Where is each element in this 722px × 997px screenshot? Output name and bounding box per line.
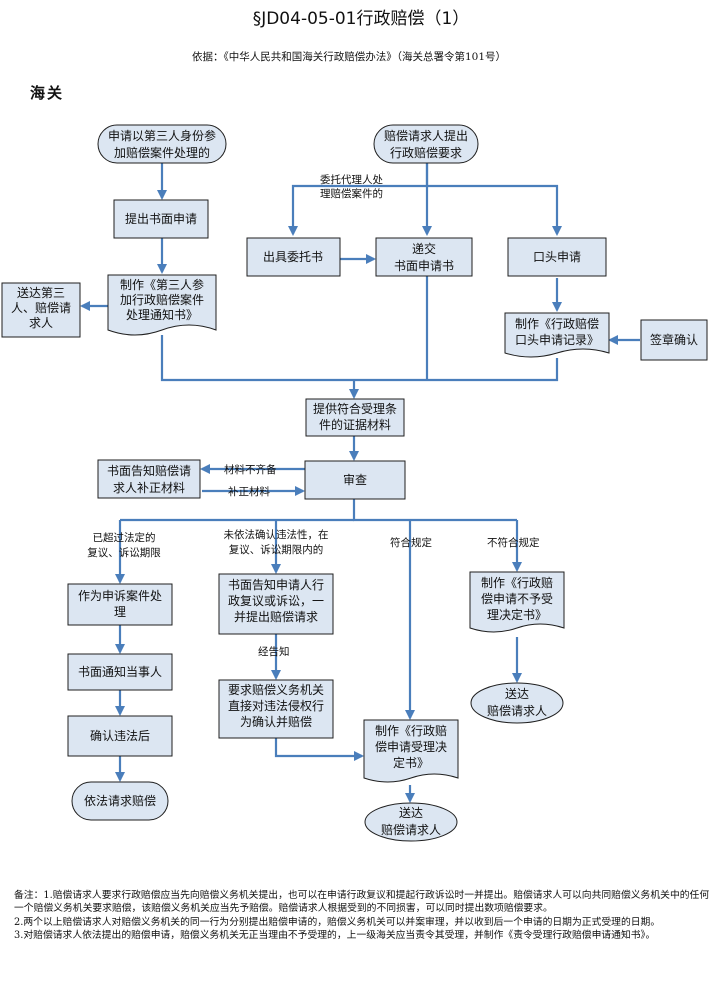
flowchart: 申请以第三人身份参加赔偿案件处理的 赔偿请求人提出行政赔偿要求 提出书面申请 出… (1, 124, 708, 842)
label-incomplete: 材料不齐备 (224, 463, 277, 476)
svg-text:制作《行政赔偿申请受理决定书》: 制作《行政赔偿申请受理决定书》 (375, 723, 447, 770)
svg-text:签章确认: 签章确认 (650, 332, 698, 347)
arrow-request-to-accept (274, 738, 364, 761)
svg-text:审查: 审查 (343, 472, 367, 487)
node-oral-app: 口头申请 (507, 237, 607, 277)
label-supplement: 补正材料 (228, 485, 270, 498)
node-deliver-reject: 送达赔偿请求人 (470, 682, 564, 724)
svg-text:要求赔偿义务机关直接对违法侵权行为确认并赔偿: 要求赔偿义务机关直接对违法侵权行为确认并赔偿 (228, 682, 324, 729)
svg-text:依法请求赔偿: 依法请求赔偿 (84, 793, 156, 808)
node-deliver-third: 送达第三人、赔偿请求人 (1, 282, 81, 338)
svg-text:递交书面申请书: 递交书面申请书 (394, 241, 454, 273)
note-2: 2.两个以上赔偿请求人对赔偿义务机关的同一行为分别提出赔偿申请的，赔偿义务机关可… (14, 916, 661, 928)
svg-text:口头申请: 口头申请 (533, 250, 581, 264)
node-deliver-accept: 送达赔偿请求人 (364, 802, 458, 842)
svg-text:制作《第三人参加行政赔偿案件处理通知书》: 制作《第三人参加行政赔偿案件处理通知书》 (120, 277, 204, 322)
node-submit-app: 递交书面申请书 (375, 237, 473, 277)
svg-text:提出书面申请: 提出书面申请 (125, 211, 197, 226)
svg-text:送达第三人、赔偿请求人: 送达第三人、赔偿请求人 (11, 285, 71, 330)
svg-text:书面告知申请人行政复议或诉讼，一并提出赔偿请求: 书面告知申请人行政复议或诉讼，一并提出赔偿请求 (228, 578, 324, 624)
node-submit-written: 提出书面申请 (113, 199, 209, 239)
arrow-claimant-to-oral (427, 184, 562, 236)
node-claim-by-law: 依法请求赔偿 (71, 781, 169, 821)
node-issue-power: 出具委托书 (246, 237, 341, 277)
node-review: 审查 (304, 460, 406, 500)
svg-text:送达赔偿请求人: 送达赔偿请求人 (381, 805, 441, 837)
node-evidence: 提供符合受理条件的证据材料 (305, 398, 405, 437)
node-claimant-request: 赔偿请求人提出行政赔偿要求 (373, 124, 479, 164)
node-request-direct: 要求赔偿义务机关直接对违法侵权行为确认并赔偿 (218, 679, 334, 739)
notes: 备注：1.赔偿请求人要求行政赔偿应当先向赔偿义务机关提出，也可以在申请行政复议和… (14, 889, 718, 942)
label-not-confirmed: 未依法确认违法性，在复议、诉讼期限内的 (224, 528, 329, 556)
svg-text:申请以第三人身份参加赔偿案件处理的: 申请以第三人身份参加赔偿案件处理的 (108, 128, 216, 160)
label-compliant: 符合规定 (390, 536, 432, 549)
label-non-compliant: 不符合规定 (487, 536, 540, 549)
svg-text:送达赔偿请求人: 送达赔偿请求人 (487, 686, 547, 718)
page-title: §JD04-05-01行政赔偿（1） (252, 9, 470, 29)
node-third-party: 申请以第三人身份参加赔偿案件处理的 (97, 124, 227, 164)
node-confirm-illegal: 确认违法后 (67, 715, 173, 757)
connectors (80, 162, 640, 803)
svg-text:提供符合受理条件的证据材料: 提供符合受理条件的证据材料 (313, 401, 397, 432)
organization-label: 海关 (30, 84, 65, 102)
svg-text:书面通知当事人: 书面通知当事人 (78, 665, 162, 679)
label-after-notice: 经告知 (258, 645, 290, 658)
node-as-complaint: 作为申诉案件处理 (67, 583, 173, 626)
merge-line (160, 335, 559, 382)
node-reject-decision: 制作《行政赔偿申请不予受理决定书》 (469, 571, 565, 633)
node-notify-recon: 书面告知申请人行政复议或诉讼，一并提出赔偿请求 (218, 573, 334, 635)
svg-text:出具委托书: 出具委托书 (263, 250, 323, 264)
svg-text:书面告知赔偿请求人补正材料: 书面告知赔偿请求人补正材料 (107, 463, 191, 495)
note-1: 备注：1.赔偿请求人要求行政赔偿应当先向赔偿义务机关提出，也可以在申请行政复议和… (14, 890, 710, 915)
node-notify-party: 书面通知当事人 (67, 653, 173, 691)
svg-text:制作《行政赔偿申请不予受理决定书》: 制作《行政赔偿申请不予受理决定书》 (481, 575, 553, 622)
svg-text:制作《行政赔偿口头申请记录》: 制作《行政赔偿口头申请记录》 (515, 316, 599, 347)
node-notice-third: 制作《第三人参加行政赔偿案件处理通知书》 (107, 274, 217, 336)
svg-text:赔偿请求人提出行政赔偿要求: 赔偿请求人提出行政赔偿要求 (384, 128, 468, 160)
svg-text:确认违法后: 确认违法后 (90, 729, 150, 743)
node-accept-decision: 制作《行政赔偿申请受理决定书》 (363, 719, 459, 783)
label-entrust: 委托代理人处理赔偿案件的 (320, 173, 383, 200)
legal-basis: 依据：《中华人民共和国海关行政赔偿办法》（海关总署令第101号） (192, 51, 507, 63)
node-sign-confirm: 签章确认 (640, 319, 708, 361)
note-3: 3.对赔偿请求人依法提出的赔偿申请，赔偿义务机关无正当理由不予受理的，上一级海关… (14, 929, 656, 941)
node-notify-supplement: 书面告知赔偿请求人补正材料 (97, 459, 201, 499)
svg-text:作为申诉案件处理: 作为申诉案件处理 (78, 588, 162, 619)
node-oral-record: 制作《行政赔偿口头申请记录》 (504, 312, 610, 358)
branch-line (352, 499, 517, 522)
label-expired: 已超过法定的复议、诉讼期限 (87, 531, 161, 559)
